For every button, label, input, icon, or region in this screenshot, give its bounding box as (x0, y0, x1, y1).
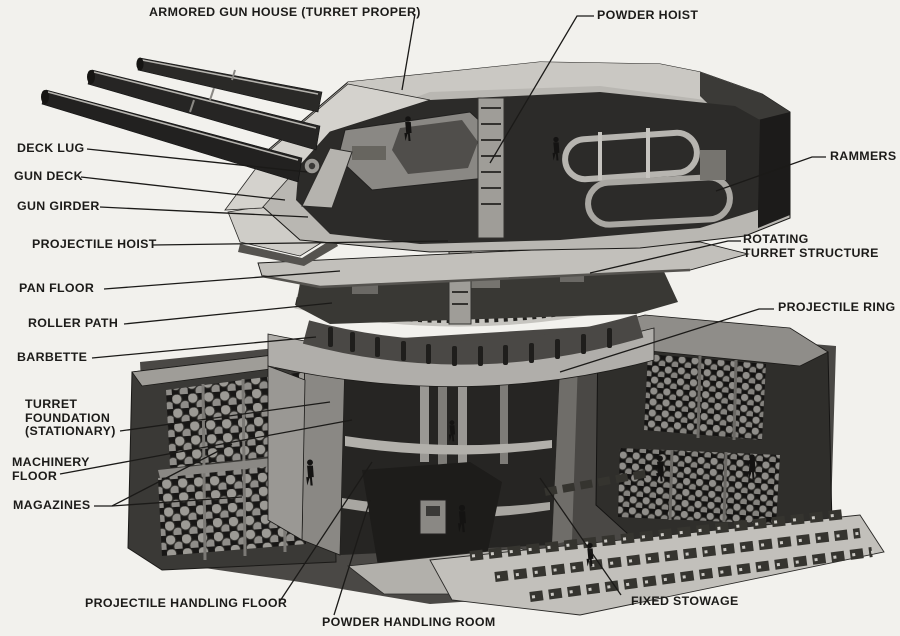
leader-armored-gun-house (401, 13, 416, 91)
label-barbette: BARBETTE (17, 350, 88, 364)
label-roller-path: ROLLER PATH (28, 316, 119, 330)
label-magazines: MAGAZINES (13, 498, 91, 512)
leader-gun-girder (99, 206, 309, 218)
rammers-assembly (562, 128, 733, 228)
leader-barbette (91, 336, 317, 359)
leader-rotating-turret-structure (589, 240, 741, 274)
gun-breech-assembly (301, 111, 502, 209)
leader-powder-hoist (489, 15, 594, 164)
powder-hoist-trunk (477, 97, 505, 239)
hoist-tube (500, 376, 508, 464)
label-projectile-ring: PROJECTILE RING (778, 300, 896, 314)
label-gun-deck: GUN DECK (14, 169, 83, 183)
hoist-tube (420, 372, 429, 462)
trunnion-stand (301, 147, 353, 209)
machinery-floor-band (345, 436, 552, 455)
leader-pan-floor (103, 270, 341, 290)
leader-rammers (715, 156, 826, 192)
label-powder-handling-room: POWDER HANDLING ROOM (322, 615, 496, 629)
gun-barrels (41, 57, 323, 183)
label-powder-hoist: POWDER HOIST (597, 8, 699, 22)
hoist-tube (438, 374, 447, 466)
label-machinery-floor: MACHINERY FLOOR (12, 455, 90, 483)
label-rammers: RAMMERS (830, 149, 897, 163)
label-gun-girder: GUN GIRDER (17, 199, 100, 213)
shell-rack-upper (644, 354, 766, 440)
leader-roller-path (123, 302, 333, 325)
hoist-control-station (419, 499, 447, 535)
shell-rack-lower (618, 448, 780, 524)
label-projectile-handling-floor: PROJECTILE HANDLING FLOOR (85, 596, 288, 610)
leader-magazines-lower (111, 496, 243, 507)
fixed-stowage-deck (429, 469, 885, 616)
leader-lines (59, 13, 826, 616)
fixed-stowage-row (469, 509, 846, 561)
label-deck-lug: DECK LUG (17, 141, 85, 155)
turret-foundation-wall (267, 365, 306, 541)
leader-projectile-hoist (152, 240, 449, 246)
leader-powder-handling-room (333, 499, 371, 616)
label-projectile-hoist: PROJECTILE HOIST (32, 237, 157, 251)
leader-machinery-floor (59, 419, 353, 475)
leader-fixed-stowage (539, 477, 622, 596)
gun-girder-edge (238, 238, 338, 266)
label-fixed-stowage: FIXED STOWAGE (631, 594, 739, 608)
label-rotating-turret-structure: ROTATING TURRET STRUCTURE (743, 232, 879, 260)
leader-projectile-handling-floor (279, 461, 373, 602)
leader-deck-lug (86, 148, 308, 173)
leader-turret-foundation (119, 401, 331, 432)
shell-racks-right-block (583, 314, 833, 546)
hoist-tube (458, 374, 467, 466)
label-pan-floor: PAN FLOOR (19, 281, 95, 295)
leader-projectile-ring (559, 308, 774, 373)
pan-floor-slab (257, 241, 750, 289)
label-turret-foundation: TURRET FOUNDATION (STATIONARY) (25, 397, 116, 438)
armored-gun-house (224, 61, 791, 253)
label-armored-gun-house: ARMORED GUN HOUSE (TURRET PROPER) (149, 5, 421, 19)
projectile-ring-shells (302, 314, 644, 366)
leader-gun-deck (80, 176, 286, 201)
